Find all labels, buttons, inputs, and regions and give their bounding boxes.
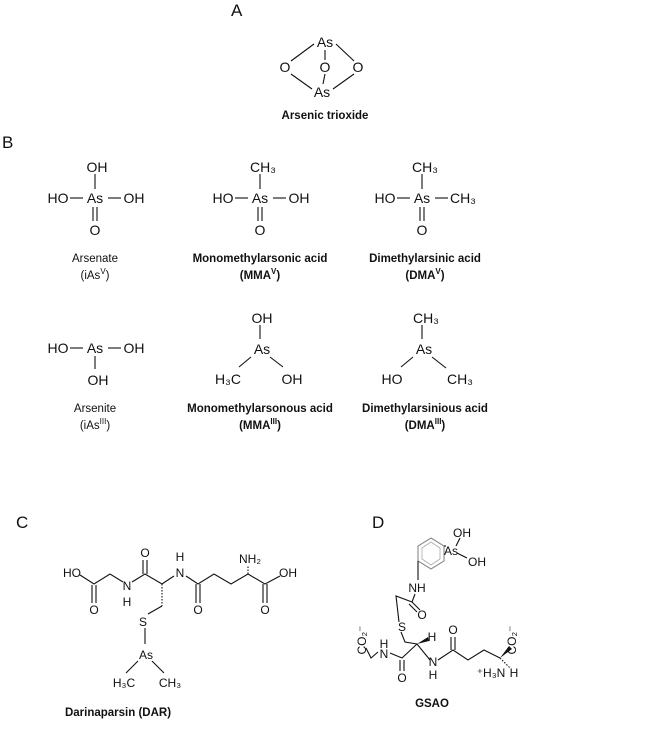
atom-oh: OH: [124, 190, 145, 206]
atom-o: O: [353, 59, 364, 75]
atom-ho: HO: [213, 190, 234, 206]
atom-oh: OH: [88, 372, 109, 388]
atom-ch3: CH₃: [413, 310, 439, 326]
panel-b: B OH HO As OH O Arsenate (iAsV) CH₃ HO A…: [2, 133, 488, 432]
atom-o: O: [397, 671, 406, 685]
compound-name: Dimethylarsinic acid: [369, 253, 481, 265]
atom-o: O: [417, 608, 426, 622]
atom-n: N: [380, 647, 389, 661]
atom-h: H: [176, 550, 185, 564]
compound-abbreviation: (DMAV): [405, 267, 444, 282]
darinaparsin-structure: HO O N H O H N O NH₂ OH O S As H₃C CH₃: [63, 546, 297, 690]
gsao-structure: OH As OH NH O S CO₂⁻ H N H O N H O CO₂⁻ …: [355, 526, 519, 685]
atom-o: O: [448, 623, 457, 637]
atom-oh: OH: [252, 310, 273, 326]
panel-label-a: A: [231, 1, 243, 20]
atom-ch3: CH₃: [159, 676, 181, 690]
atom-h: H: [380, 637, 389, 651]
atom-oh: OH: [289, 190, 310, 206]
atom-o: O: [320, 59, 331, 75]
atom-s: S: [139, 615, 147, 629]
atom-nh2: NH₂: [239, 552, 261, 566]
atom-h3c: H₃C: [113, 676, 136, 690]
dmav-structure: CH₃ HO As CH₃ O: [375, 159, 476, 238]
panel-label-c: C: [16, 513, 28, 532]
atom-as: As: [87, 190, 103, 206]
atom-h: H: [429, 668, 438, 682]
compound-abbreviation: (iAsIII): [80, 417, 110, 432]
compound-abbreviation: (iAsV): [81, 267, 110, 282]
atom-o: O: [90, 222, 101, 238]
compound-abbreviation: (DMAIII): [405, 417, 446, 432]
atom-oh: OH: [124, 340, 145, 356]
atom-oh: OH: [87, 159, 108, 175]
atom-ho: HO: [375, 190, 396, 206]
atom-n: N: [123, 579, 132, 593]
atom-oh: OH: [468, 555, 486, 569]
atom-oh: OH: [453, 526, 471, 540]
panel-c: C HO O N H O H N O NH₂ OH O S: [16, 513, 297, 719]
atom-as: As: [139, 648, 153, 662]
atom-ch3: CH₃: [450, 190, 476, 206]
compound-abbreviation: (MMAIII): [239, 417, 281, 432]
mmaiii-structure: OH As H₃C OH: [215, 310, 302, 387]
atom-as: As: [444, 544, 458, 558]
panel-a: A As O O O As Arsenic trioxide: [231, 1, 368, 122]
atom-h: H: [510, 666, 519, 680]
atom-h3c: H₃C: [215, 371, 241, 387]
atom-carboxylate: CO₂⁻: [505, 626, 519, 655]
atom-o: O: [255, 222, 266, 238]
atom-ammonium: ⁺H₃N: [477, 666, 506, 680]
compound-abbreviation: (MMAV): [240, 267, 281, 282]
atom-o: O: [193, 603, 202, 617]
compound-name: Darinaparsin (DAR): [65, 707, 171, 719]
atom-s: S: [398, 620, 406, 634]
compound-name: GSAO: [415, 698, 449, 710]
atom-o: O: [260, 603, 269, 617]
atom-ho: HO: [48, 340, 69, 356]
atom-as: As: [252, 190, 268, 206]
atom-as: As: [87, 340, 103, 356]
atom-o: O: [417, 222, 428, 238]
compound-name: Dimethylarsinious acid: [362, 403, 488, 415]
arsenate-structure: OH HO As OH O: [48, 159, 145, 238]
arsenite-structure: HO As OH OH: [48, 340, 145, 388]
atom-ch3: CH₃: [447, 371, 473, 387]
atom-ho: HO: [382, 371, 403, 387]
atom-carboxylate: CO₂⁻: [355, 626, 369, 655]
panel-label-d: D: [372, 513, 384, 532]
atom-o: O: [140, 546, 149, 560]
atom-as: As: [317, 34, 333, 50]
compound-name: Arsenic trioxide: [282, 110, 369, 122]
atom-o: O: [89, 603, 98, 617]
atom-ch3: CH₃: [250, 159, 276, 175]
dmaiii-structure: CH₃ As HO CH₃: [382, 310, 473, 387]
atom-ch3: CH₃: [412, 159, 438, 175]
atom-n: N: [429, 655, 438, 669]
atom-ho: HO: [63, 566, 81, 580]
arsenic-trioxide-structure: As O O O As: [280, 34, 364, 100]
compound-name: Arsenate: [72, 253, 118, 265]
panel-label-b: B: [2, 133, 13, 152]
compound-name: Arsenite: [74, 403, 116, 415]
mmav-structure: CH₃ HO As OH O: [213, 159, 310, 238]
atom-as: As: [314, 84, 330, 100]
atom-o: O: [280, 59, 291, 75]
atom-oh: OH: [279, 566, 297, 580]
atom-as: As: [414, 190, 430, 206]
atom-n: N: [176, 566, 185, 580]
atom-ho: HO: [48, 190, 69, 206]
compound-name: Monomethylarsonic acid: [193, 253, 328, 265]
atom-as: As: [254, 341, 270, 357]
atom-h: H: [123, 595, 132, 609]
compound-name: Monomethylarsonous acid: [187, 403, 333, 415]
atom-h: H: [428, 630, 437, 644]
atom-nh: NH: [408, 581, 425, 595]
atom-oh: OH: [282, 371, 303, 387]
panel-d: D OH As OH NH O S CO₂⁻: [355, 513, 519, 710]
atom-as: As: [416, 341, 432, 357]
